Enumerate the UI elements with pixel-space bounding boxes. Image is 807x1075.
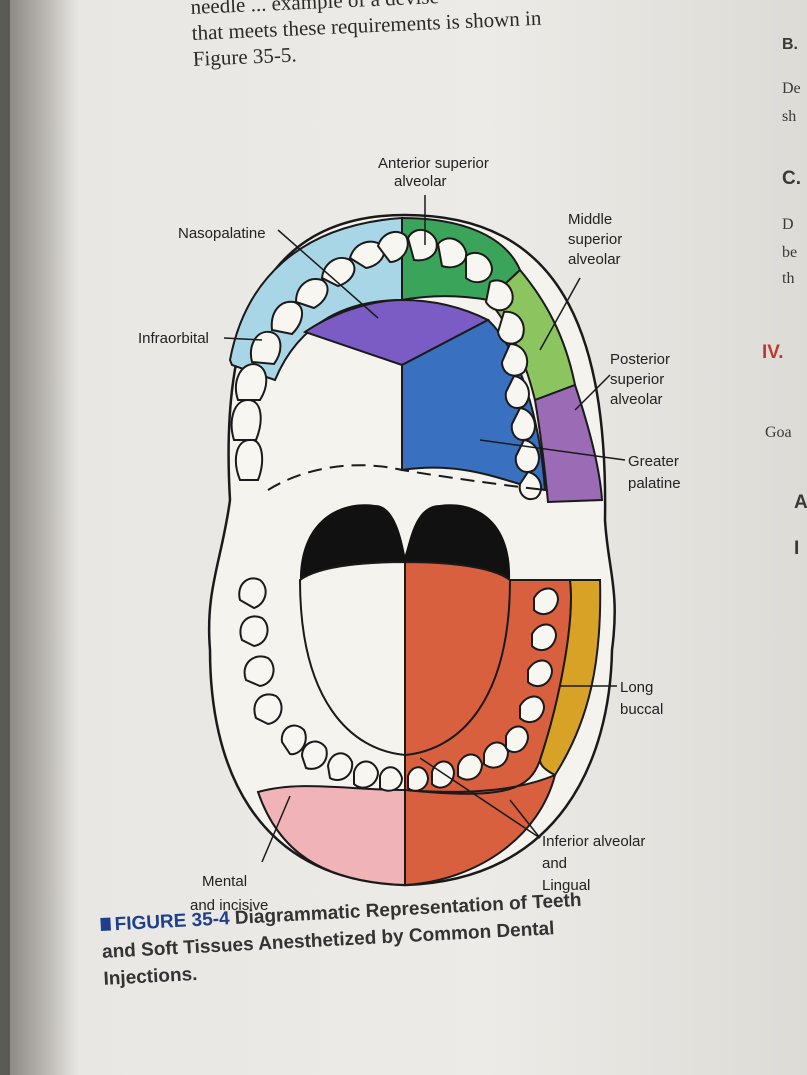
label-mental-1: Mental	[202, 873, 247, 890]
label-greater-palatine-2: palatine	[628, 475, 681, 492]
label-long-buccal-2: buccal	[620, 701, 663, 718]
label-infraorbital: Infraorbital	[138, 330, 209, 347]
label-long-buccal-1: Long	[620, 679, 653, 696]
label-anterior-superior-2: alveolar	[394, 173, 447, 190]
label-posterior-superior-1: Posterior	[610, 351, 670, 368]
label-greater-palatine-1: Greater	[628, 453, 679, 470]
label-posterior-superior-2: superior	[610, 371, 664, 388]
label-inferior-alveolar-1: Inferior alveolar	[542, 833, 645, 850]
label-nasopalatine: Nasopalatine	[178, 225, 266, 242]
label-middle-superior-1: Middle	[568, 211, 612, 228]
label-middle-superior-3: alveolar	[568, 251, 621, 268]
caption-figure-number: FIGURE 35-4	[114, 908, 230, 935]
label-middle-superior-2: superior	[568, 231, 622, 248]
label-posterior-superior-3: alveolar	[610, 391, 663, 408]
label-anterior-superior-1: Anterior superior	[378, 155, 489, 172]
caption-marker-icon	[100, 917, 111, 931]
label-inferior-alveolar-2: and	[542, 855, 567, 872]
